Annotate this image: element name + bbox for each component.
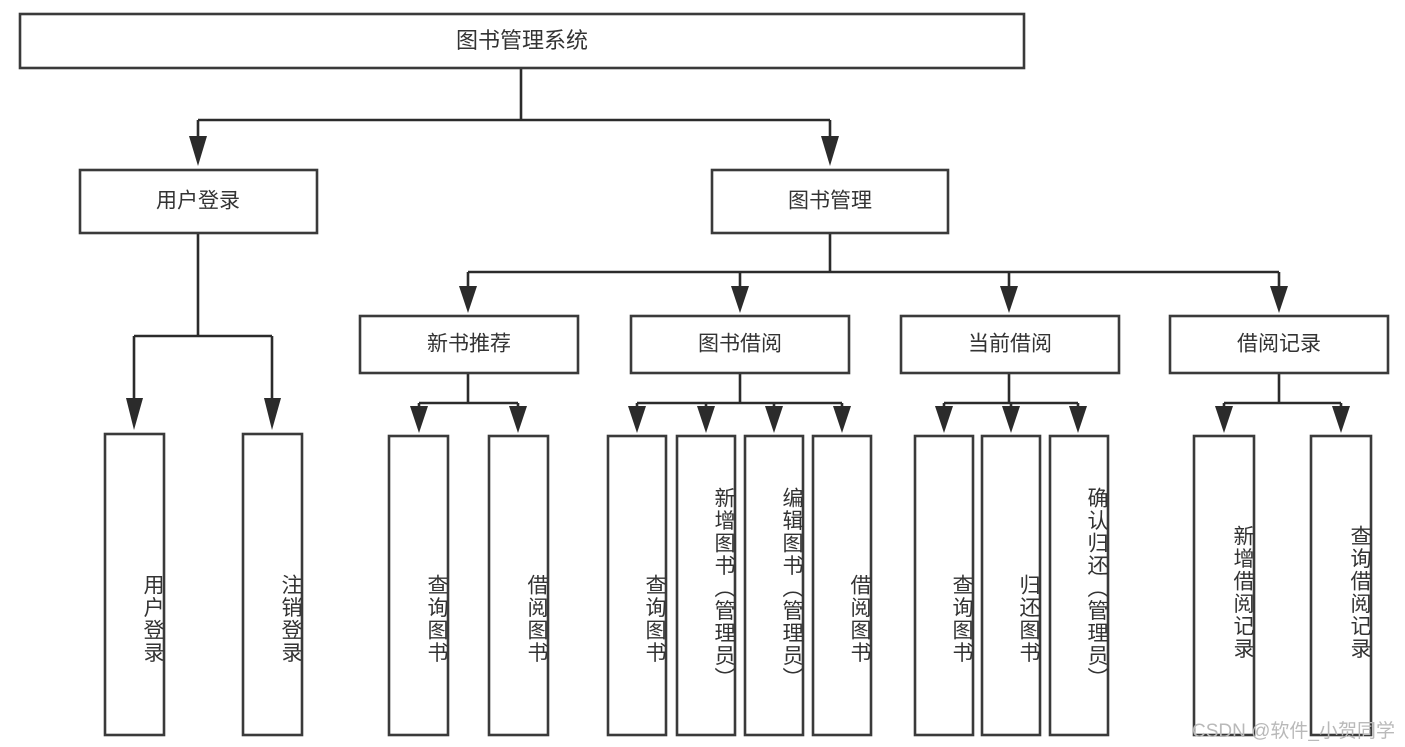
leaf-box-query-book-3[interactable]: [913, 434, 975, 737]
leaf-box-edit-book[interactable]: [743, 434, 805, 737]
arrow-leaf-query-book-2: [628, 406, 646, 433]
node-root[interactable]: 图书管理系统: [18, 12, 1026, 70]
leaf-box-borrow-book-2[interactable]: [811, 434, 873, 737]
connector-group-book-mgmt: [459, 233, 1288, 313]
node-book-management-box[interactable]: [710, 168, 950, 235]
node-borrow-record-box[interactable]: [1168, 314, 1390, 375]
arrow-leaf-add-record: [1215, 406, 1233, 433]
node-user-login-label: 用户登录: [156, 190, 240, 213]
node-book-management[interactable]: 图书管理: [710, 168, 950, 235]
arrow-leaf-query-book-3: [935, 406, 953, 433]
node-new-book-recommend[interactable]: 新书推荐: [358, 314, 580, 375]
arrow-to-user-login: [189, 136, 207, 166]
leaf-box-query-record[interactable]: [1309, 434, 1373, 737]
arrow-to-book-borrow: [731, 286, 749, 313]
arrow-leaf-borrow-book-2: [833, 406, 851, 433]
connector-group-book-borrow: [628, 373, 851, 433]
node-book-borrow-box[interactable]: [629, 314, 851, 375]
node-user-login[interactable]: 用户登录: [78, 168, 319, 235]
leaf-box-query-book-2[interactable]: [606, 434, 668, 737]
csdn-watermark: CSDN @软件_小贺同学: [1192, 721, 1395, 742]
arrow-leaf-return-book: [1002, 406, 1020, 433]
node-root-label: 图书管理系统: [456, 28, 588, 53]
leaf-box-add-record[interactable]: [1192, 434, 1256, 737]
node-book-management-label: 图书管理: [788, 190, 872, 213]
arrow-leaf-edit-book: [765, 406, 783, 433]
node-borrow-record[interactable]: 借阅记录: [1168, 314, 1390, 375]
arrow-to-current-borrow: [1000, 286, 1018, 313]
node-current-borrow-box[interactable]: [899, 314, 1121, 375]
node-root-box[interactable]: [18, 12, 1026, 70]
node-user-login-box[interactable]: [78, 168, 319, 235]
node-current-borrow[interactable]: 当前借阅: [899, 314, 1121, 375]
connector-group-root: [189, 68, 839, 166]
arrow-leaf-query-book-1: [410, 406, 428, 433]
connector-group-current-borrow: [935, 373, 1087, 433]
leaf-box-add-book[interactable]: [675, 434, 737, 737]
leaf-box-confirm-return[interactable]: [1048, 434, 1110, 737]
node-borrow-record-label: 借阅记录: [1237, 333, 1321, 356]
leaf-box-borrow-book-1[interactable]: [487, 434, 550, 737]
leaf-box-return-book[interactable]: [980, 434, 1042, 737]
arrow-to-new-book-recommend: [459, 286, 477, 313]
leaf-box-query-book-1[interactable]: [387, 434, 450, 737]
node-new-book-recommend-label: 新书推荐: [427, 333, 511, 356]
leaf-box-user-login[interactable]: [103, 432, 166, 737]
connector-group-user-login: [126, 233, 281, 430]
arrow-leaf-confirm-return: [1069, 406, 1087, 433]
node-new-book-recommend-box[interactable]: [358, 314, 580, 375]
arrow-leaf-logout-login: [264, 398, 281, 430]
arrow-leaf-query-record: [1332, 406, 1350, 433]
arrow-leaf-add-book: [697, 406, 715, 433]
node-book-borrow-label: 图书借阅: [698, 333, 782, 356]
arrow-to-book-mgmt: [821, 136, 839, 166]
connector-group-new-book: [410, 373, 527, 433]
node-current-borrow-label: 当前借阅: [968, 333, 1052, 356]
leaf-box-logout-login[interactable]: [241, 432, 304, 737]
node-book-borrow[interactable]: 图书借阅: [629, 314, 851, 375]
arrow-leaf-borrow-book-1: [509, 406, 527, 433]
arrow-to-borrow-record: [1270, 286, 1288, 313]
connector-group-borrow-record: [1215, 373, 1350, 433]
arrow-leaf-user-login: [126, 398, 143, 430]
